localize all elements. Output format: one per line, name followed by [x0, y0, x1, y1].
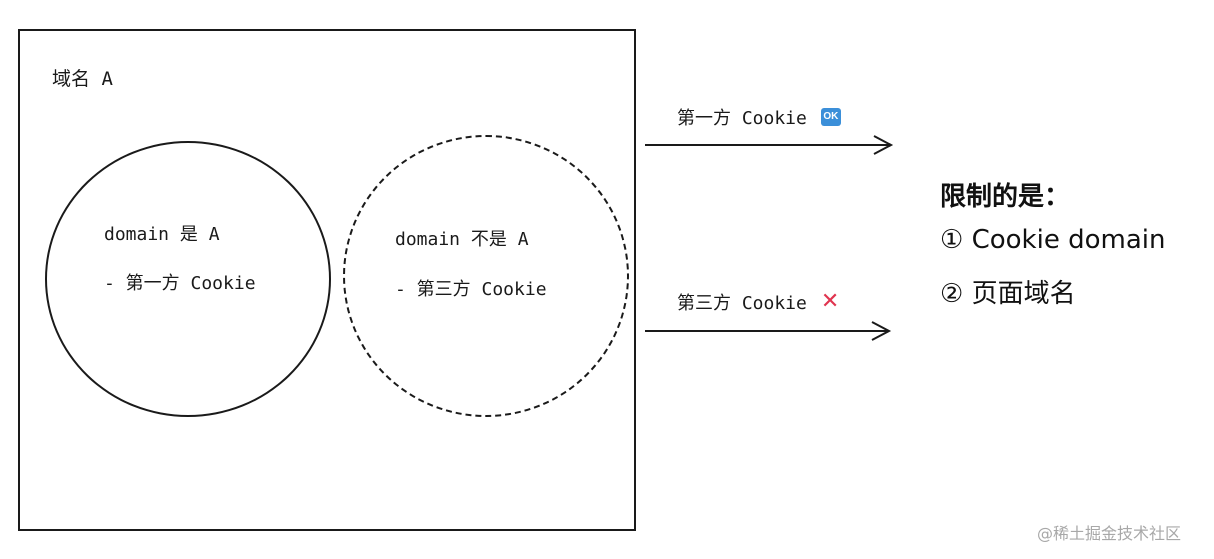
first-party-arrow [645, 135, 894, 155]
restriction-item-cookie-domain: ① Cookie domain [940, 225, 1166, 255]
first-party-cookie-text: - 第一方 Cookie [104, 273, 256, 294]
third-party-circle [343, 135, 629, 417]
third-party-domain-text: domain 不是 A [395, 229, 529, 250]
ok-icon: OK [820, 108, 841, 126]
third-party-arrow-label: 第三方 Cookie ✕ [677, 289, 839, 315]
domain-a-box [18, 29, 636, 531]
third-party-arrow [645, 321, 892, 341]
third-party-arrow-text: 第三方 Cookie [677, 293, 807, 314]
first-party-domain-text: domain 是 A [104, 224, 220, 245]
restriction-item-page-domain: ② 页面域名 [940, 279, 1076, 309]
third-party-cookie-text: - 第三方 Cookie [395, 279, 547, 300]
watermark: @稀土掘金技术社区 [1037, 524, 1182, 543]
first-party-arrow-text: 第一方 Cookie [677, 108, 807, 129]
domain-a-label: 域名 A [52, 68, 113, 90]
first-party-arrow-label: 第一方 Cookie OK [677, 104, 841, 130]
restrictions-title: 限制的是： [940, 182, 1071, 212]
cross-icon: ✕ [820, 289, 840, 314]
first-party-circle [45, 141, 331, 417]
